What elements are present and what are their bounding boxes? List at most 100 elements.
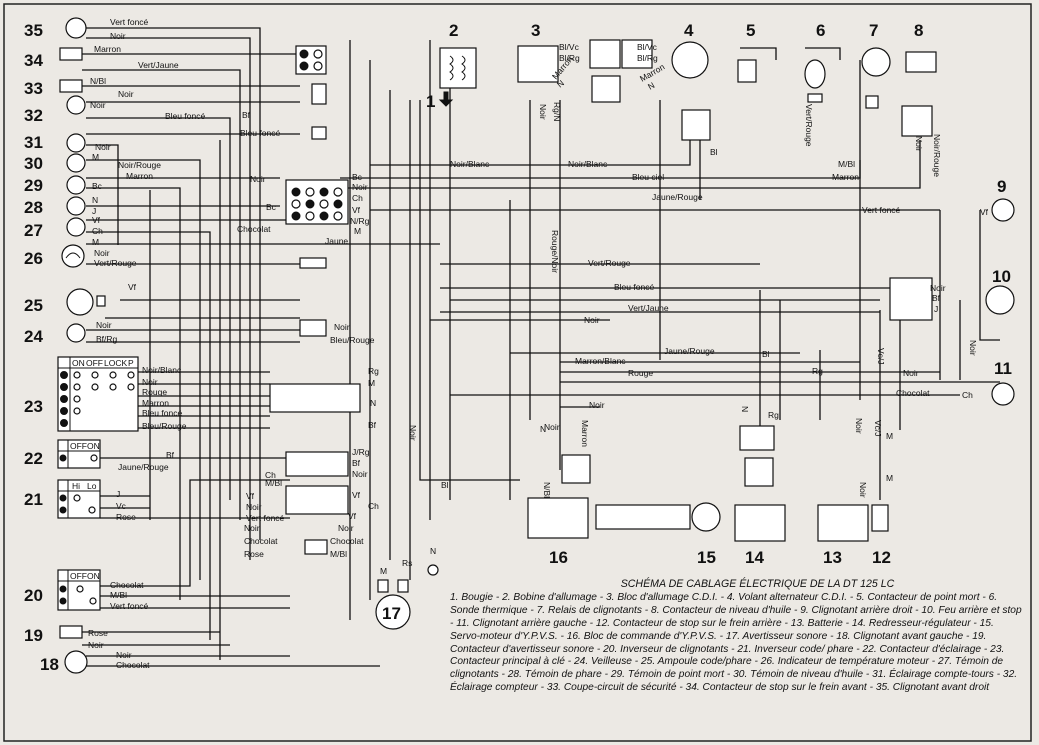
main-switch-connector (269, 383, 361, 413)
ref-number: 10 (992, 267, 1011, 286)
wire-label: Noir (142, 377, 158, 387)
wire-label: Vc/J (873, 420, 883, 437)
wire-label: Vert foncé (110, 601, 149, 611)
top-components (375, 41, 1015, 630)
rectifier-connector (739, 425, 775, 451)
spark-plug-icon (438, 91, 454, 107)
ref-number: 1 (426, 92, 435, 111)
wire-label: Chocolat (110, 580, 144, 590)
ref-number: 14 (745, 548, 764, 567)
wire-label: Rose (116, 512, 136, 522)
ref-number: 9 (997, 177, 1006, 196)
wire-label: Noir/Blanc (450, 159, 490, 169)
wire-label: Vf (348, 511, 357, 521)
wire-label: Vert/Rouge (94, 258, 137, 268)
turn-indicator-bulb (66, 217, 86, 237)
wire-label: Vert foncé (110, 17, 149, 27)
wire-label: Vf (352, 205, 361, 215)
wire-label: N (430, 546, 436, 556)
wire-label: Chocolat (116, 660, 150, 670)
key-switch-header-off: OFF (86, 358, 103, 368)
wire-label: M (92, 237, 99, 247)
horn-switch (59, 625, 83, 639)
wire-label: M (92, 152, 99, 162)
wire-label: Noir (352, 469, 368, 479)
front-brake-switch (59, 47, 83, 61)
wire-label: Vert/Rouge (804, 104, 814, 147)
cdi-connector-a (589, 39, 621, 69)
horn (375, 594, 411, 630)
wire-label: Noir (250, 174, 266, 184)
wire-label: Chocolat (244, 536, 278, 546)
wire-label: M/Bl (110, 590, 127, 600)
wire-label: Bleu foncé (165, 111, 205, 121)
wire-label: Rouge (628, 368, 653, 378)
wire-label: Vc (116, 501, 127, 511)
wire-label: Marron (94, 44, 121, 54)
ref-number: 3 (531, 21, 540, 40)
wire-label: Chocolat (237, 224, 271, 234)
ref-number: 5 (746, 21, 755, 40)
wire-label: Bf (368, 420, 377, 430)
wire-label: Vc/J (876, 348, 886, 365)
connector-20 (304, 539, 328, 555)
ref-number: 33 (24, 79, 43, 98)
wire-label: N (92, 195, 98, 205)
ref-number: 16 (549, 548, 568, 567)
wire-label: Rg/N (552, 102, 562, 121)
wire-label: Chocolat (896, 388, 930, 398)
wire-label: Noir (930, 283, 946, 293)
ref-number: 11 (994, 359, 1012, 378)
ref-number: 22 (24, 449, 43, 468)
wire-label: Bleu/Rouge (330, 335, 375, 345)
wire-label: Vf (92, 215, 101, 225)
wire-label: Vf (246, 491, 255, 501)
handlebar-connector (285, 485, 349, 515)
neutral-indicator-bulb (66, 175, 86, 195)
wire-label: Vert/Rouge (588, 258, 631, 268)
wire-label: J/Rg (352, 447, 370, 457)
wire-label: Noir (854, 418, 864, 434)
wire-label: Rouge (142, 387, 167, 397)
wire-label: Bleu/Rouge (142, 421, 187, 431)
key-switch-header-lock: LOCK (104, 358, 127, 368)
dimmer-switch-table: Hi Lo (57, 479, 101, 519)
wire-label: Bl/Vc (637, 42, 658, 52)
ref-number: 4 (684, 21, 694, 40)
wire-label: Vf (128, 282, 137, 292)
oil-level-connector (901, 105, 933, 137)
ypvs-control-unit (527, 497, 589, 539)
left-reference-numbers: 35 34 33 32 31 30 29 28 27 26 25 24 23 2… (24, 21, 59, 674)
connectors (269, 39, 933, 555)
wire-label: M/Bl (330, 549, 347, 559)
page-border (3, 3, 1032, 742)
ref-number: 31 (24, 133, 43, 152)
wire-label: M (380, 566, 387, 576)
light-switch-header-on: ON (87, 441, 100, 451)
ignition-coil (439, 47, 477, 89)
wire-label: Rg (368, 366, 379, 376)
wire-label: Bf/Rg (96, 334, 118, 344)
ref-number: 21 (24, 490, 43, 509)
wire-label: Marron/Blanc (575, 356, 626, 366)
wire-label: Noir/Blanc (568, 159, 608, 169)
ref-number: 28 (24, 198, 43, 217)
wire-label: Bl/Rg (559, 53, 580, 63)
wire-label: Bf (166, 450, 175, 460)
ref-number: 26 (24, 249, 43, 268)
wire-label: N (646, 80, 656, 92)
thermo-sensor (804, 59, 826, 89)
wire-label: Ch (962, 390, 973, 400)
ref-number: 8 (914, 21, 923, 40)
wire-label: Noir (334, 322, 350, 332)
tachometer-light-bulb (66, 133, 86, 153)
ypvs-servo-motor (595, 504, 691, 530)
wire-label: Bl (710, 147, 718, 157)
front-right-indicator-bulb (65, 17, 87, 39)
ref-number: 29 (24, 176, 43, 195)
connector-32 (311, 126, 327, 140)
position-light-bulb (66, 323, 86, 343)
ref-number: 24 (24, 327, 43, 346)
